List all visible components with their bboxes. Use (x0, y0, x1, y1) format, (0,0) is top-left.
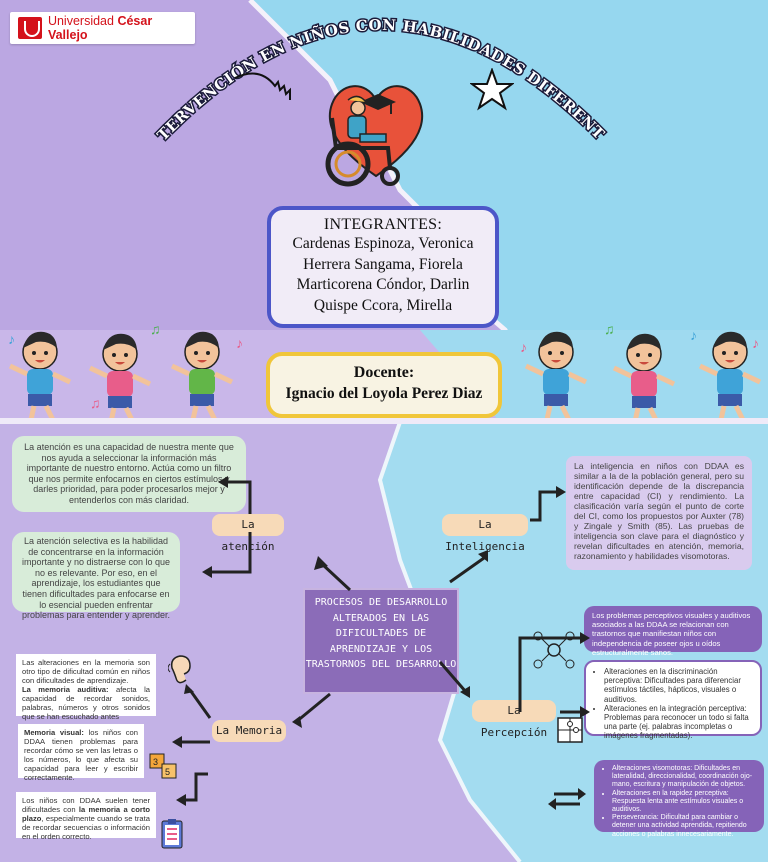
university-logo: Universidad César Vallejo (10, 12, 195, 44)
squiggle-icon (234, 72, 291, 100)
label-memoria: La Memoria (212, 720, 286, 742)
memory-text-1b: afecta la capacidad de recordar sonidos,… (22, 685, 150, 721)
title-arc: INTERVENCIÓN EN NIÑOS CON HABILIDADES DI… (0, 0, 610, 146)
svg-text:♪: ♪ (752, 335, 759, 351)
central-topic: PROCESOS DE DESARROLLO ALTERADOS EN LAS … (303, 588, 459, 694)
checklist-icon (161, 819, 183, 849)
svg-text:♪: ♪ (236, 335, 243, 351)
puzzle-icon (557, 717, 583, 743)
memory-auditory-label: La memoria auditiva: (22, 685, 109, 694)
attention-text-2: La atención selectiva es la habilidad de… (21, 536, 171, 621)
teacher-heading: Docente: (353, 364, 415, 381)
list-item: Alteraciones en la discriminación percep… (604, 667, 752, 704)
logo-text: Universidad César Vallejo (47, 14, 153, 42)
perception-list-1: Alteraciones en la discriminación percep… (584, 660, 762, 740)
member-name: Cardenas Espinoza, Veronica (292, 235, 474, 252)
star-icon (470, 68, 514, 111)
svg-text:♫: ♫ (604, 322, 615, 337)
svg-text:♪: ♪ (520, 339, 527, 355)
list-item: Perseverancia: Dificultad para cambiar o… (612, 814, 756, 839)
svg-text:INTERVENCIÓN EN NIÑOS CON HABI: INTERVENCIÓN EN NIÑOS CON HABILIDADES DI… (0, 0, 609, 144)
perception-intro-text: Los problemas perceptivos visuales y aud… (592, 611, 751, 657)
memory-text-3c: , especialmente cuando se trata de recor… (22, 814, 150, 841)
member-name: Quispe Ccora, Mirella (313, 296, 453, 314)
svg-text:♫: ♫ (90, 395, 101, 411)
list-item: Alteraciones en la rapidez perceptiva: R… (612, 790, 756, 815)
svg-text:5: 5 (165, 767, 170, 777)
member-name: Marticorena Cóndor, Darlin (296, 276, 470, 293)
senses-diagram-icon (533, 631, 575, 669)
list-item: Alteraciones en la integración perceptiv… (604, 704, 752, 741)
number-blocks-icon: 3 5 (149, 753, 177, 779)
ucv-logo-icon (18, 17, 42, 39)
perception-list-2: Alteraciones visomotoras: Dificultades e… (594, 760, 764, 838)
svg-text:♪: ♪ (8, 331, 15, 347)
kids-dancing-illustration: ♫ ♪ ♫ ♪ ♫ ♪ ♪ ♪ (0, 322, 768, 418)
label-inteligencia: La Inteligencia (442, 514, 528, 553)
memory-text-3a: Los niños con DDAA suelen tener dificult… (22, 796, 150, 814)
selective-attention-box: La atención selectiva es la habilidad de… (12, 532, 180, 620)
swap-arrows-icon (548, 788, 586, 810)
members-box: INTEGRANTES: Cardenas Espinoza, Veronica… (267, 206, 499, 328)
connector-arrows (172, 476, 590, 810)
memory-text-3b: la memoria a corto plazo (22, 805, 150, 823)
memory-text-2: los niños con DDAA tienen problemas para… (24, 728, 138, 782)
intelligence-box: La inteligencia en niños con DDAA es sim… (566, 456, 752, 570)
page-title-fill: INTERVENCIÓN EN NIÑOS CON HABILIDADES DI… (0, 0, 608, 144)
svg-text:♪: ♪ (690, 327, 697, 343)
intelligence-text: La inteligencia en niños con DDAA es sim… (574, 461, 744, 561)
wheelchair-heart-icon (325, 85, 424, 187)
teacher-box: Docente: Ignacio del Loyola Perez Diaz (266, 352, 502, 418)
memory-short-term-box: Los niños con DDAA suelen tener dificult… (16, 792, 156, 841)
label-percepcion: La Percepción (472, 700, 556, 739)
memory-auditory-box: Las alteraciones en la memoria son otro … (16, 654, 156, 721)
memory-text-1a: Las alteraciones en la memoria son otro … (22, 658, 150, 685)
svg-text:♫: ♫ (150, 322, 161, 337)
memory-visual-box: Memoria visual: los niños con DDAA tiene… (18, 724, 144, 782)
teacher-name: Ignacio del Loyola Perez Diaz (285, 385, 483, 402)
label-atencion: La atención (212, 514, 284, 553)
ear-icon (168, 655, 191, 684)
member-name: Herrera Sangama, Fiorela (303, 255, 463, 273)
list-item: Alteraciones visomotoras: Dificultades e… (612, 765, 756, 790)
memory-visual-label: Memoria visual: (24, 728, 84, 737)
svg-text:3: 3 (153, 757, 158, 767)
members-heading: INTEGRANTES: (323, 216, 443, 233)
attention-definition-box: La atención es una capacidad de nuestra … (12, 436, 246, 512)
attention-text-1: La atención es una capacidad de nuestra … (24, 442, 234, 505)
perception-intro-box: Los problemas perceptivos visuales y aud… (584, 606, 762, 657)
